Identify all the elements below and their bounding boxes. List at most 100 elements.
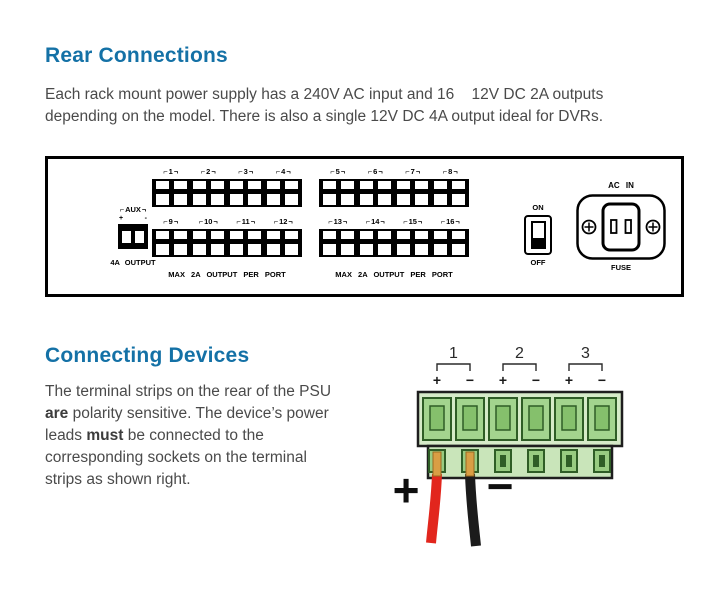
port-number: 10 [190,217,228,227]
port-number: 5 [319,167,357,177]
off-label: OFF [530,258,546,267]
rear-connections-title: Rear Connections [45,44,228,67]
terminal-socket [266,231,280,239]
terminal-socket [359,231,373,239]
bold-word-are: are [45,405,69,422]
terminal-socket [341,231,355,239]
paragraph-segment: The terminal strips on the rear of the P… [45,383,332,400]
polarity-minus-label: − [532,372,540,388]
terminal-socket [174,194,188,205]
terminal-socket [341,244,355,255]
terminal-row [156,181,298,189]
ac-inlet-section: AC IN FUSE [574,181,668,272]
terminal-socket [156,194,169,205]
terminal-block [152,229,302,257]
terminal-socket [266,181,280,189]
terminal-group-ports-13-16: 13 14 15 16 [319,217,469,257]
wire-ferrule [432,451,442,477]
pair-number: 2 [515,345,524,362]
socket-opening [429,405,445,431]
terminal-socket [396,231,410,239]
pair-number: 1 [449,345,458,362]
socket-opening [495,405,511,431]
hole-slot [500,455,506,467]
terminal-block [152,179,302,207]
terminal-socket [433,231,447,239]
terminal-socket [284,194,298,205]
ac-inlet-icon [576,194,666,260]
pair-bracket [436,363,471,371]
terminal-row [323,181,465,189]
terminal-socket [248,231,262,239]
connecting-devices-paragraph: The terminal strips on the rear of the P… [45,381,347,491]
terminal-socket [451,194,465,205]
terminal-row [156,244,298,255]
terminal-socket [192,244,206,255]
terminal-socket [396,244,410,255]
terminal-socket [323,194,336,205]
port-numbers-row: 13 14 15 16 [319,217,469,227]
port-number: 7 [394,167,432,177]
rear-connections-paragraph: Each rack mount power supply has a 240V … [45,84,603,128]
terminal-socket [211,194,225,205]
terminal-socket [174,244,188,255]
terminal-socket [433,194,447,205]
hole-slot [599,455,605,467]
terminal-socket [156,181,169,189]
terminal-socket [174,181,188,189]
rocker-switch-icon [524,215,552,255]
paragraph-line-2: depending on the model. There is also a … [45,108,604,125]
black-negative-wire [465,473,481,547]
port-number: 6 [357,167,395,177]
terminal-row [323,194,465,205]
rocker-switch-actuator [530,221,546,249]
terminal-socket [284,244,298,255]
terminal-socket [378,231,392,239]
aux-terminal-block [118,224,148,249]
terminal-socket [156,244,169,255]
paragraph-segment: polarity sensitive. The device’s power l… [45,405,329,444]
socket-opening [594,405,610,431]
pair-bracket [568,363,603,371]
terminal-socket [248,194,262,205]
terminal-row [156,231,298,239]
terminal-socket [341,194,355,205]
paragraph-line-1: Each rack mount power supply has a 240V … [45,86,604,103]
terminal-group-ports-5-8: 5 6 7 8 [319,167,469,207]
polarity-plus-label: + [565,372,573,388]
port-number: 2 [190,167,228,177]
terminal-row [323,231,465,239]
polarity-plus-label: + [433,372,441,388]
big-plus-sign: + [393,464,420,516]
fuse-label: FUSE [610,263,631,272]
terminal-socket [229,181,243,189]
terminal-socket [323,181,336,189]
aux-output-label: 4A OUTPUT [110,258,156,267]
port-number: 12 [265,217,303,227]
terminal-socket [284,181,298,189]
port-numbers-row: 1 2 3 4 [152,167,302,177]
terminal-socket [174,231,188,239]
red-positive-wire [426,473,442,544]
port-number: 4 [265,167,303,177]
terminal-socket [211,231,225,239]
port-number: 16 [432,217,470,227]
terminal-strip-diagram: 1 2 3 + − + − + − [393,345,624,547]
socket-opening [462,405,478,431]
terminal-group-ports-9-12: 9 10 11 12 [152,217,302,257]
terminal-row [156,194,298,205]
aux-label: AUX [104,205,162,214]
terminal-socket [415,244,429,255]
terminal-socket [415,231,429,239]
terminal-socket [451,231,465,239]
port-numbers-row: 9 10 11 12 [152,217,302,227]
aux-plus-mark: + [119,215,124,222]
terminal-socket [229,194,243,205]
big-minus-sign: − [487,460,514,512]
aux-output-section: AUX + - 4A OUTPUT [104,205,162,267]
terminal-strip-front [426,444,614,480]
terminal-socket [378,194,392,205]
terminal-block [319,229,469,257]
terminal-socket [323,244,336,255]
